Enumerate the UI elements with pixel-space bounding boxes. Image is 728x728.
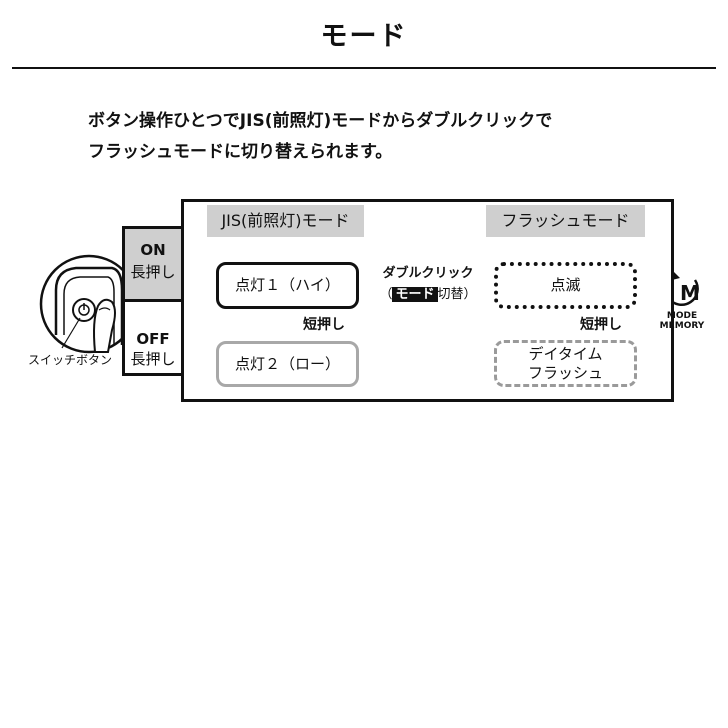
blink-label: 点滅	[550, 276, 581, 294]
description: ボタン操作ひとつでJIS(前照灯)モードからダブルクリックで フラッシュモードに…	[88, 106, 688, 168]
on-key: ON	[140, 241, 166, 259]
off-action: 長押し	[130, 350, 176, 368]
mode-switch-open: （	[379, 287, 393, 302]
description-line-2: フラッシュモードに切り替えられます。	[88, 142, 393, 162]
mode-memory-text: MODE MEMORY	[652, 311, 712, 331]
low-beam-label: 点灯２（ロー）	[234, 354, 340, 373]
mode-chip: モード	[392, 287, 438, 302]
low-beam-box: 点灯２（ロー）	[216, 341, 359, 387]
off-tab: OFF 長押し	[122, 299, 184, 376]
jis-short-press: 短押し	[280, 314, 345, 334]
description-line-1: ボタン操作ひとつでJIS(前照灯)モードからダブルクリックで	[88, 111, 553, 131]
mode-memory-line-1: MODE	[666, 311, 698, 321]
daytime-line-1: デイタイム	[528, 344, 603, 363]
switch-housing-inner	[63, 276, 115, 345]
jis-mode-header: JIS(前照灯)モード	[207, 205, 364, 237]
finger-icon	[93, 298, 116, 353]
flash-mode-header: フラッシュモード	[486, 205, 645, 237]
mode-memory-letter: M	[680, 281, 700, 305]
mode-switch-note: （モード切替）	[366, 283, 490, 302]
high-beam-label: 点灯１（ハイ）	[235, 276, 340, 294]
flash-short-press-label: 短押し	[580, 317, 622, 333]
page-title: モード	[320, 21, 408, 52]
switch-pointer	[61, 317, 81, 349]
jis-short-press-label: 短押し	[303, 317, 345, 333]
daytime-flash-box: デイタイム フラッシュ	[494, 340, 637, 387]
mode-switch-text: 切替）	[437, 287, 477, 302]
high-beam-box: 点灯１（ハイ）	[216, 262, 359, 309]
off-key: OFF	[136, 330, 170, 348]
switch-button-label: スイッチボタン	[27, 353, 112, 367]
on-action: 長押し	[130, 263, 176, 281]
on-tab: ON 長押し	[122, 226, 184, 302]
flash-short-press: 短押し	[557, 314, 622, 334]
double-click-label: ダブルクリック	[382, 266, 474, 281]
blink-box: 点滅	[494, 262, 637, 309]
title-divider	[12, 67, 716, 69]
daytime-line-2: フラッシュ	[527, 363, 603, 382]
mode-memory-line-2: MEMORY	[659, 321, 705, 331]
switch-housing	[54, 266, 124, 345]
